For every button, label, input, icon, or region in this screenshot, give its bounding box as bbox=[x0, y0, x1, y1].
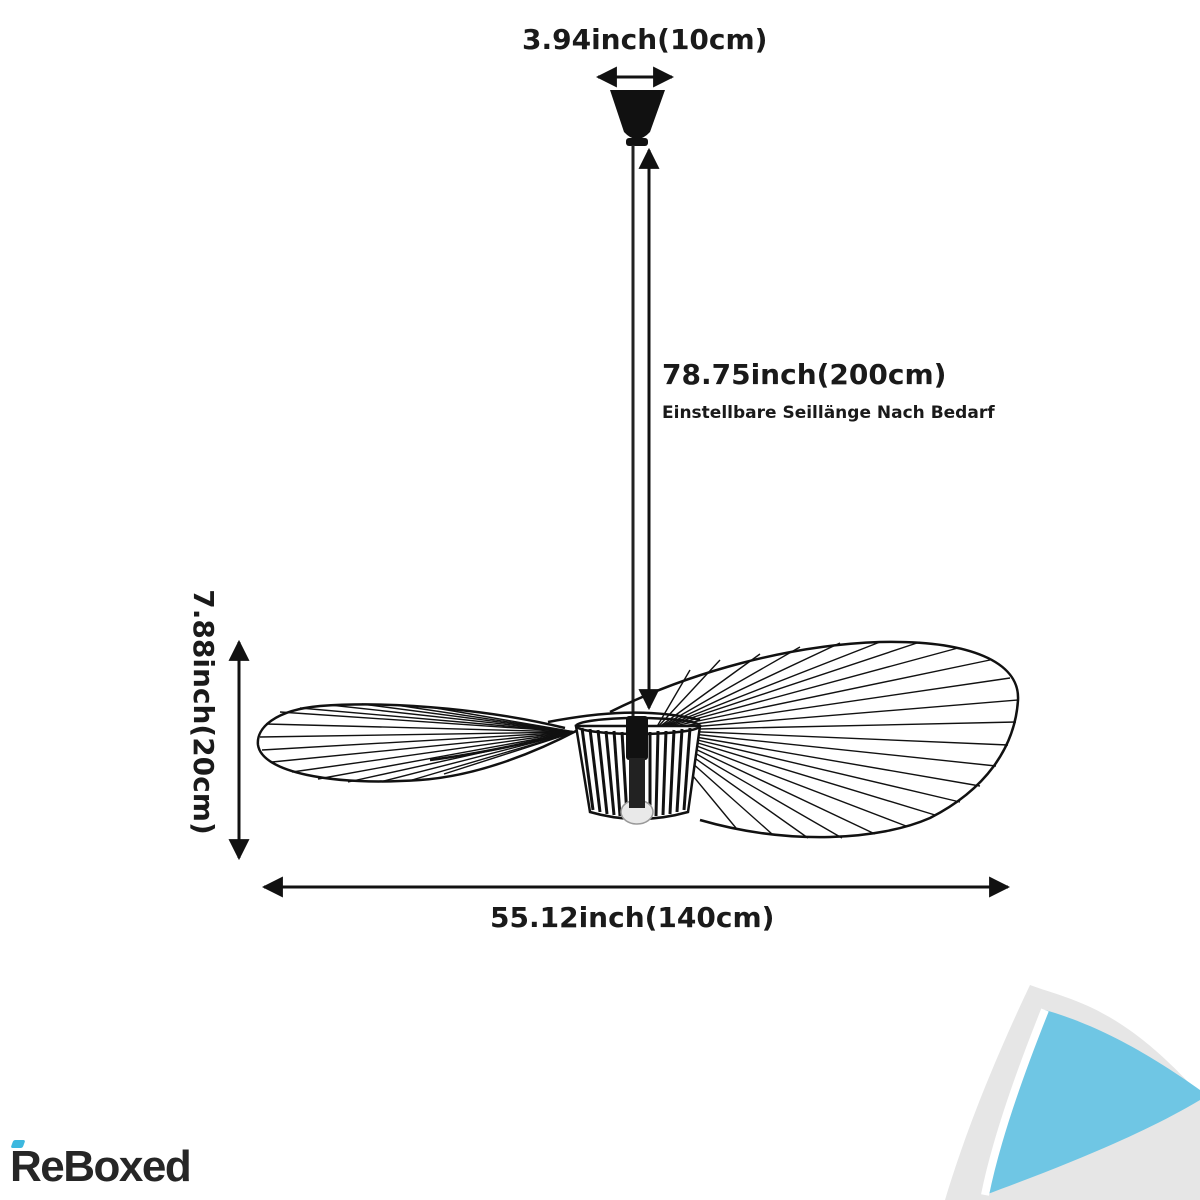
brand-logo: ReBoxed bbox=[10, 1142, 192, 1191]
cord-length-label: 78.75inch(200cm) bbox=[662, 358, 947, 391]
lamp-spokes-right bbox=[654, 641, 1019, 839]
lamp-shade bbox=[574, 716, 702, 825]
width-label: 55.12inch(140cm) bbox=[490, 901, 775, 934]
cord-adjustable-note: Einstellbare Seillänge Nach Bedarf bbox=[662, 403, 995, 423]
corner-fold-graphic bbox=[945, 985, 1200, 1200]
lamp-spokes-left bbox=[259, 703, 576, 783]
ceiling-canopy bbox=[610, 90, 665, 146]
height-label: 7.88inch(20cm) bbox=[187, 589, 220, 835]
canopy-width-label: 3.94inch(10cm) bbox=[522, 23, 768, 56]
